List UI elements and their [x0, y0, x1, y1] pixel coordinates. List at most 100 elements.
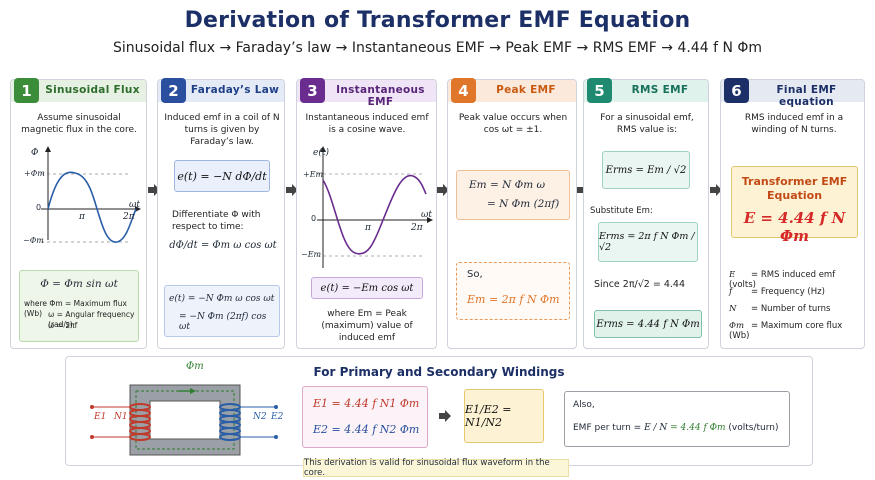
step-6-card: 6 Final EMF equation RMS induced emf in …: [720, 78, 865, 349]
flow-arrow-icon: [710, 184, 722, 196]
result-line-2: = −N Φm (2πf) cos ωt: [179, 312, 267, 332]
flow-arrow-icon: [437, 184, 449, 196]
since-text: Since 2π/√2 = 4.44: [594, 279, 685, 290]
tick-x-pi: π: [365, 223, 371, 233]
legend-row-n: N = Number of turns: [729, 304, 830, 314]
step-intro: RMS induced emf in a winding of N turns.: [744, 113, 844, 135]
peak-result: Em = 2π f N Φm: [467, 293, 560, 306]
winding-equations-box: E1 = 4.44 f N1 Φm E2 = 4.44 f N2 Φm: [302, 386, 428, 448]
step-4-card: 4 Peak EMF Peak value occurs when cos ωt…: [447, 78, 577, 349]
emf-per-turn-row: EMF per turn = E / N = 4.44 f Φm (volts/…: [573, 423, 779, 433]
legend-desc: = Number of turns: [751, 304, 831, 314]
also-text: Also,: [573, 400, 595, 410]
emf-per-turn-label: EMF per turn =: [573, 423, 642, 433]
tick-x-2pi: 2π: [123, 212, 135, 222]
windings-panel: For Primary and Secondary Windings Φm E1…: [65, 356, 813, 466]
rms-formula-1: Erms = Em / √2: [602, 151, 690, 189]
legend-row-phi: Φm= Maximum core flux (Wb): [729, 321, 864, 341]
step-number: 2: [161, 78, 186, 103]
tick-y-bottom: −Φm: [23, 236, 44, 245]
cosine-emf-graph: [317, 146, 433, 268]
page-title: Derivation of Transformer EMF Equation: [184, 8, 691, 33]
flux-label: Φm: [186, 361, 204, 372]
where-line-1: where Φm = Maximum flux (Wb): [24, 299, 127, 318]
tick-y-top: +Em: [303, 170, 324, 179]
final-formula: E = 4.44 f N Φm: [743, 209, 846, 245]
legend-desc: = Frequency (Hz): [751, 287, 825, 297]
emf-per-turn-fraction: E / N: [644, 423, 668, 433]
n2-label: N2: [253, 412, 267, 422]
primary-equation: E1 = 4.44 f N1 Φm: [313, 397, 420, 410]
rms-result: Erms = 4.44 f N Φm: [594, 310, 702, 338]
arrow-icon: [439, 410, 451, 422]
tick-y-zero: 0: [311, 214, 317, 223]
so-text: So,: [467, 269, 483, 280]
legend-desc: = RMS induced emf (volts): [729, 270, 836, 290]
step-intro: For a sinusoidal emf, RMS value is:: [600, 113, 694, 135]
where-line-3: ω = 2πf: [48, 321, 78, 330]
graph-y-label: Φ: [31, 148, 39, 158]
peak-formula-2: = N Φm (2πf): [487, 198, 560, 210]
peak-formula-1: Em = N Φm ω: [469, 179, 546, 191]
sine-flux-graph: [41, 146, 141, 243]
step-number: 4: [451, 78, 476, 103]
differentiate-text: Differentiate Φ with respect to time:: [172, 210, 261, 232]
rms-formula-2: Erms = 2π f N Φm / √2: [598, 222, 698, 262]
step-title: Sinusoidal Flux: [45, 84, 140, 96]
derivative-formula: dΦ/dt = Φm ω cos ωt: [169, 240, 277, 251]
step-title: Final EMF equation: [776, 84, 837, 108]
footnote: This derivation is valid for sinusoidal …: [303, 458, 569, 478]
legend-row-e: E= RMS induced emf (volts): [729, 270, 864, 290]
step-number: 6: [724, 78, 749, 103]
legend-desc: = Maximum core flux (Wb): [729, 321, 843, 341]
flux-formula-box: Φ = Φm sin ωt where Φm = Maximum flux (W…: [19, 270, 139, 342]
faraday-formula: e(t) = −N dΦ/dt: [174, 160, 270, 192]
tick-y-top: +Φm: [24, 169, 45, 178]
legend-symbol: f: [729, 287, 733, 297]
emf-per-turn-box: Also, EMF per turn = E / N = 4.44 f Φm (…: [564, 391, 790, 447]
graph-x-label: ωt: [421, 210, 432, 220]
legend-symbol: E: [729, 270, 736, 280]
where-line-2: ω = Angular frequency (rad/s): [48, 310, 135, 329]
graph-y-label: e(t): [313, 148, 329, 158]
emf-per-turn-result: = 4.44 f Φm: [670, 423, 726, 433]
step-title: RMS EMF: [631, 84, 689, 96]
tick-y-zero: 0: [36, 203, 42, 212]
legend-symbol: N: [729, 304, 737, 314]
step-intro: Peak value occurs when cos ωt = ±1.: [458, 113, 568, 135]
page-subtitle: Sinusoidal flux → Faraday’s law → Instan…: [112, 40, 763, 56]
tick-x-pi: π: [79, 212, 85, 222]
step-intro: Induced emf in a coil of N turns is give…: [164, 113, 280, 147]
step-2-card: 2 Faraday’s Law Induced emf in a coil of…: [157, 78, 285, 349]
step-number: 1: [14, 78, 39, 103]
step-3-card: 3 Instantaneous EMF Instantaneous induce…: [296, 78, 437, 349]
tick-x-2pi: 2π: [411, 223, 423, 233]
tick-y-bottom: −Em: [301, 250, 322, 259]
final-box-title: Transformer EMF Equation: [741, 175, 848, 202]
emf-result-box: e(t) = −N Φm ω cos ωt = −N Φm (2πf) cos …: [164, 285, 280, 337]
secondary-equation: E2 = 4.44 f N2 Φm: [313, 423, 420, 436]
graph-x-label: ωt: [129, 200, 140, 210]
result-line-1: e(t) = −N Φm ω cos ωt: [169, 294, 275, 304]
step-number: 5: [587, 78, 612, 103]
instant-emf-formula: e(t) = −Em cos ωt: [311, 277, 423, 299]
step-1-card: 1 Sinusoidal Flux Assume sinusoidal magn…: [10, 78, 147, 349]
step-5-card: 5 RMS EMF For a sinusoidal emf, RMS valu…: [583, 78, 709, 349]
substitute-text: Substitute Em:: [590, 206, 653, 216]
n1-label: N1: [114, 412, 128, 422]
step-intro: Instantaneous induced emf is a cosine wa…: [305, 113, 429, 135]
e1-label: E1: [94, 412, 107, 422]
step-title: Peak EMF: [496, 84, 556, 96]
flux-formula: Φ = Φm sin ωt: [40, 278, 118, 290]
step-number: 3: [300, 78, 325, 103]
step-title: Instantaneous EMF: [336, 84, 425, 108]
flow-arrow-icon: [286, 184, 298, 196]
peak-formula-box: Em = N Φm ω = N Φm (2πf): [456, 170, 570, 220]
e2-label: E2: [271, 412, 284, 422]
legend-symbol: Φm: [729, 321, 745, 331]
where-text: where Em = Peak (maximum) value of induc…: [321, 309, 413, 343]
legend-row-f: f = Frequency (Hz): [729, 287, 825, 297]
transformer-core-diagram: [90, 384, 278, 456]
step-title: Faraday’s Law: [190, 84, 280, 96]
step-intro: Assume sinusoidal magnetic flux in the c…: [21, 113, 137, 135]
